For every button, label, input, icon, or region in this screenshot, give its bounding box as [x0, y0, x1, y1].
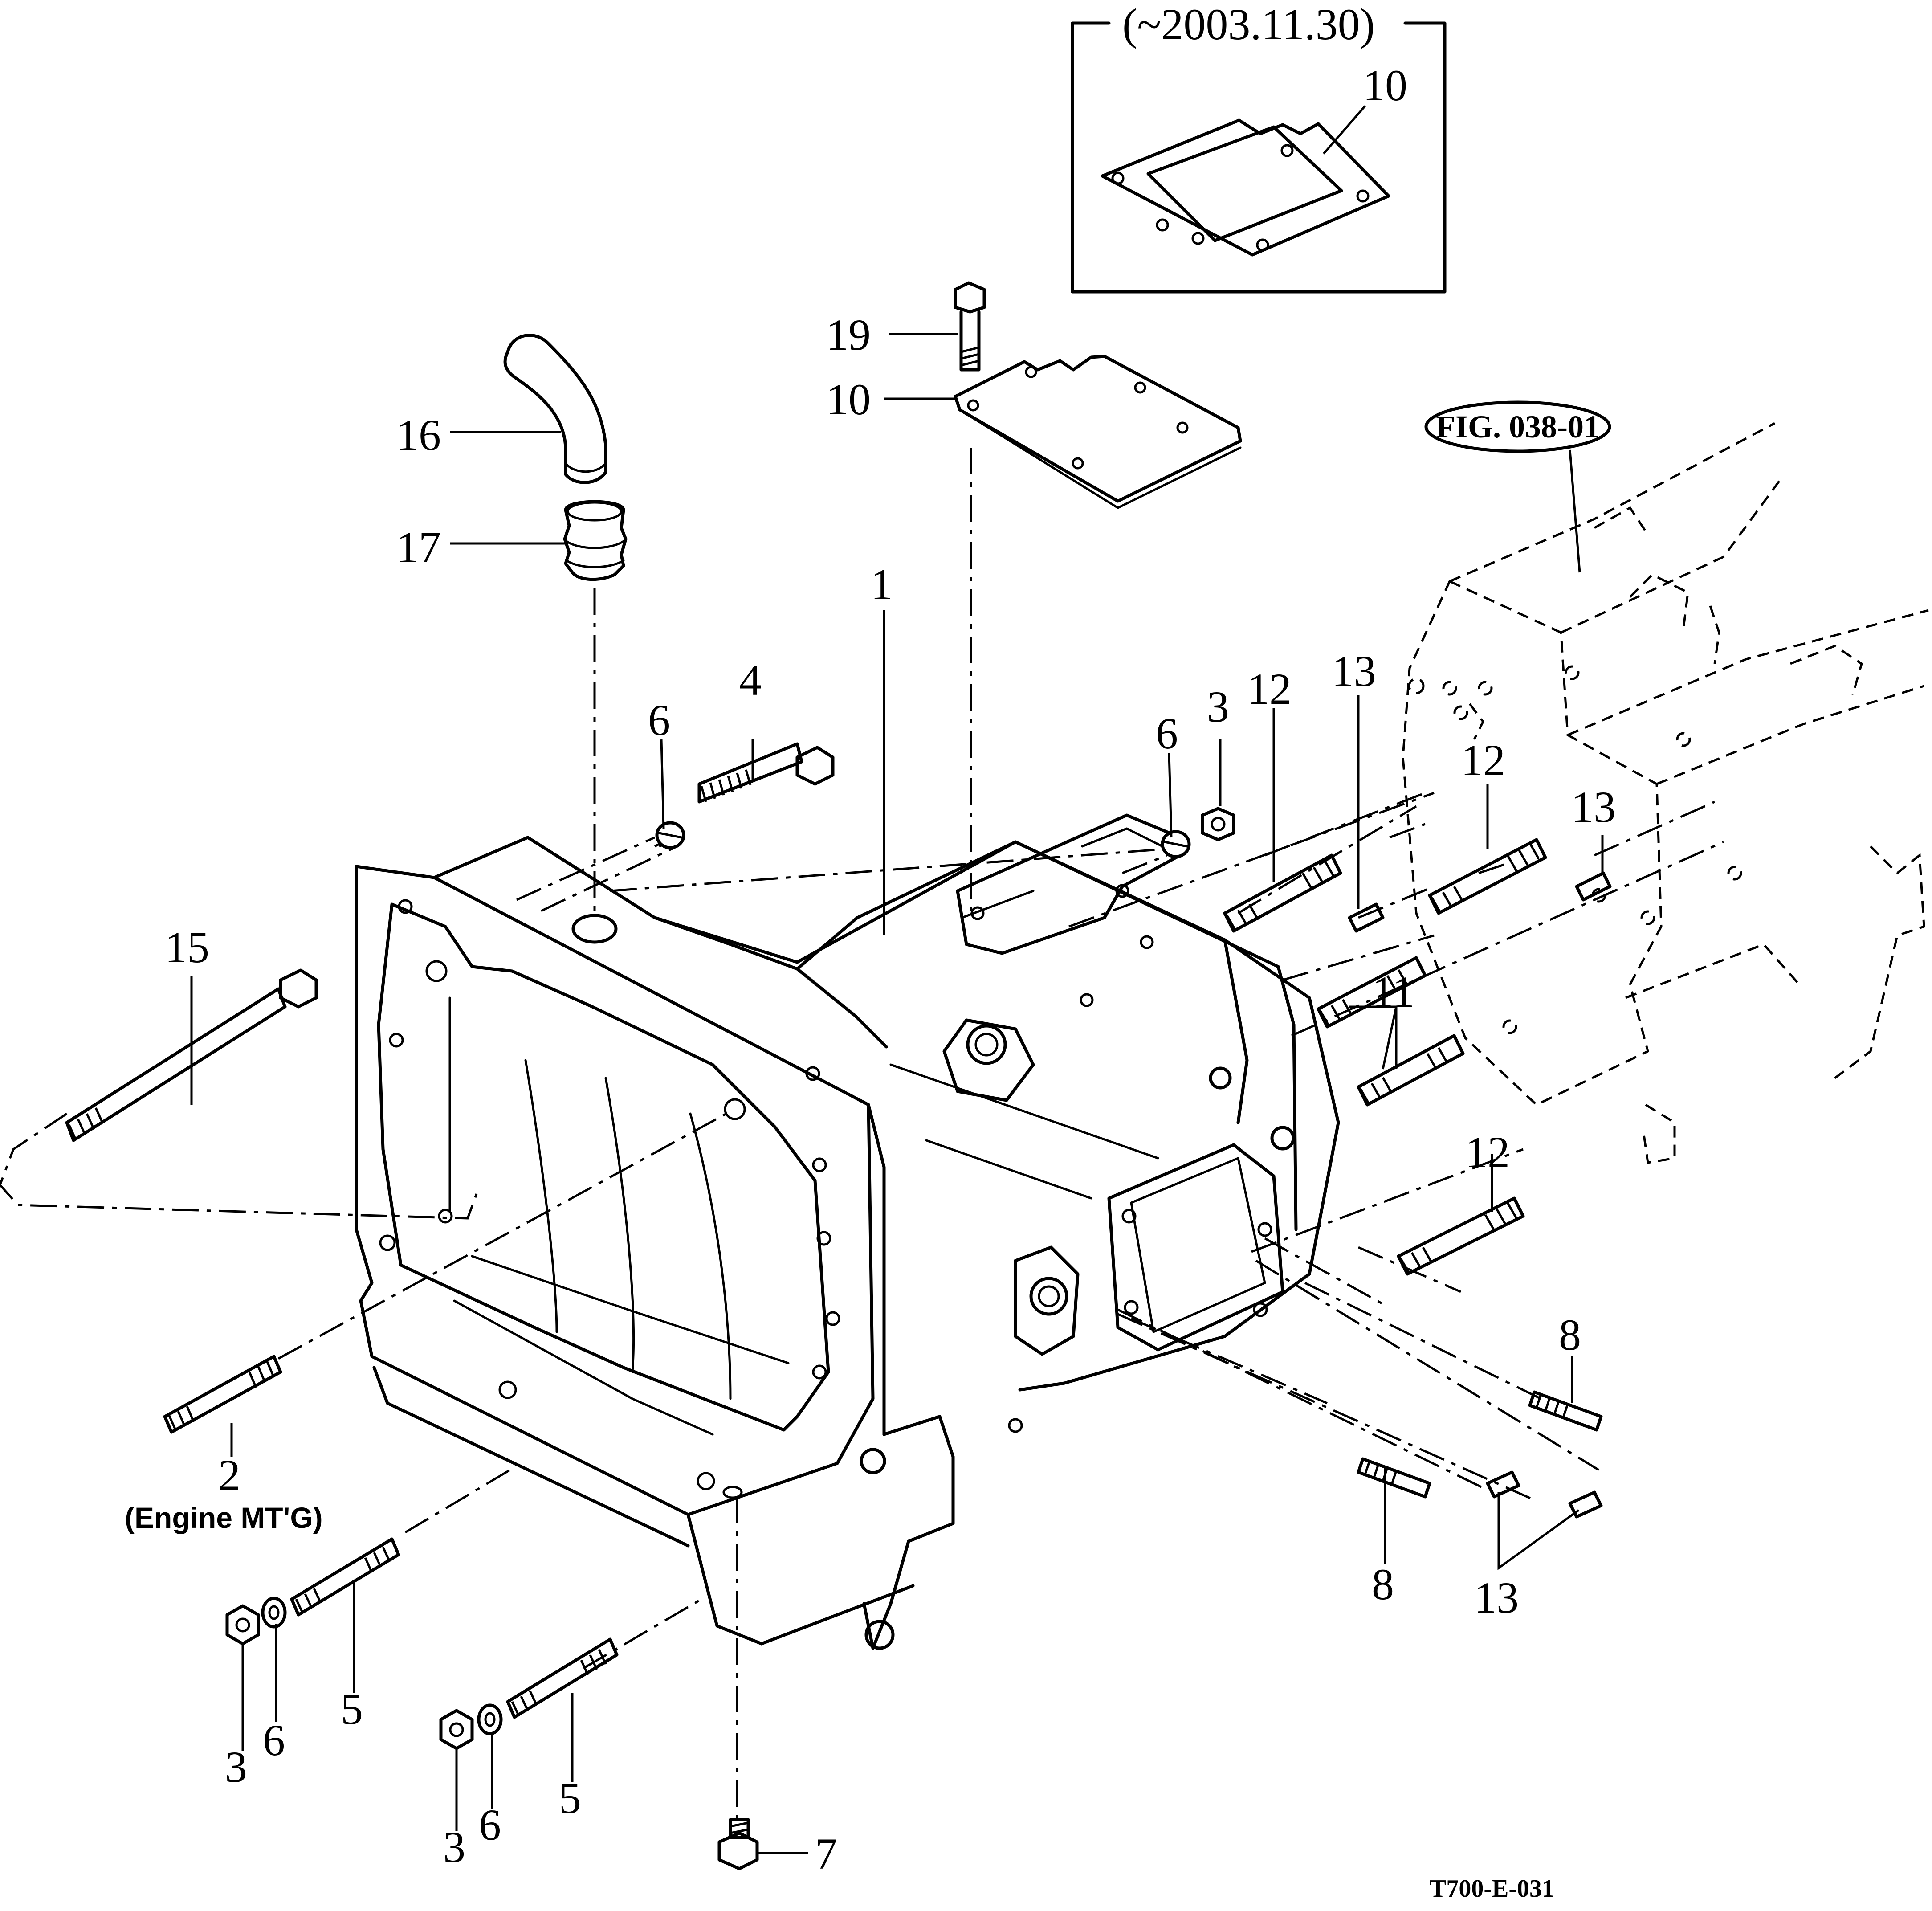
- callout-13-c: 13: [1474, 1573, 1519, 1622]
- callout-3-a: 3: [1207, 682, 1229, 731]
- transmission-case: [355, 813, 1340, 1650]
- fasteners: [65, 281, 1612, 1870]
- callout-5-a: 5: [341, 1684, 363, 1734]
- alignment-lines: [0, 448, 1724, 1822]
- callout-2: 2: [218, 1450, 240, 1500]
- callout-13-b: 13: [1571, 782, 1616, 832]
- inset-earlier-gasket: (~2003.11.30) 10: [1071, 0, 1447, 294]
- fig-reference-text: FIG. 038-01: [1436, 409, 1600, 445]
- callout-10: 10: [826, 375, 871, 424]
- callout-6-b: 6: [1156, 709, 1178, 758]
- callout-11: 11: [1372, 967, 1414, 1017]
- engine-phantom-outline: [1402, 422, 1929, 1164]
- callout-15: 15: [165, 923, 209, 972]
- callout-16: 16: [396, 410, 441, 460]
- callout-3-b: 3: [225, 1742, 247, 1792]
- callout-6-c: 6: [263, 1715, 285, 1765]
- callout-7: 7: [815, 1829, 837, 1878]
- callout-8-b: 8: [1372, 1560, 1394, 1609]
- callout-4: 4: [739, 655, 762, 705]
- callout-17: 17: [396, 523, 441, 572]
- callout-3-c: 3: [443, 1822, 465, 1872]
- callout-13-a: 13: [1332, 646, 1376, 696]
- callout-5-b: 5: [559, 1773, 581, 1823]
- callout-12-c: 12: [1465, 1127, 1510, 1177]
- inset-callout-10: 10: [1363, 61, 1407, 110]
- drawing-code: T700-E-031: [1430, 1875, 1554, 1903]
- callout-19: 19: [826, 310, 871, 359]
- inset-date-label: (~2003.11.30): [1122, 0, 1375, 49]
- reference-fig-label: FIG. 038-01: [1424, 400, 1611, 573]
- callout-1: 1: [871, 559, 893, 609]
- callout-8-a: 8: [1559, 1310, 1581, 1360]
- callout-numbers: 16 17 19 10 1 4 6 6 3 12 13 12 13 11 12 …: [125, 310, 1616, 1878]
- callout-6-d: 6: [479, 1800, 501, 1850]
- engine-mtg-note: (Engine MT'G): [125, 1501, 323, 1534]
- callout-12-a: 12: [1247, 664, 1292, 714]
- leader-lines: [190, 333, 1604, 1854]
- callout-6-a: 6: [648, 695, 670, 745]
- callout-12-b: 12: [1461, 735, 1505, 785]
